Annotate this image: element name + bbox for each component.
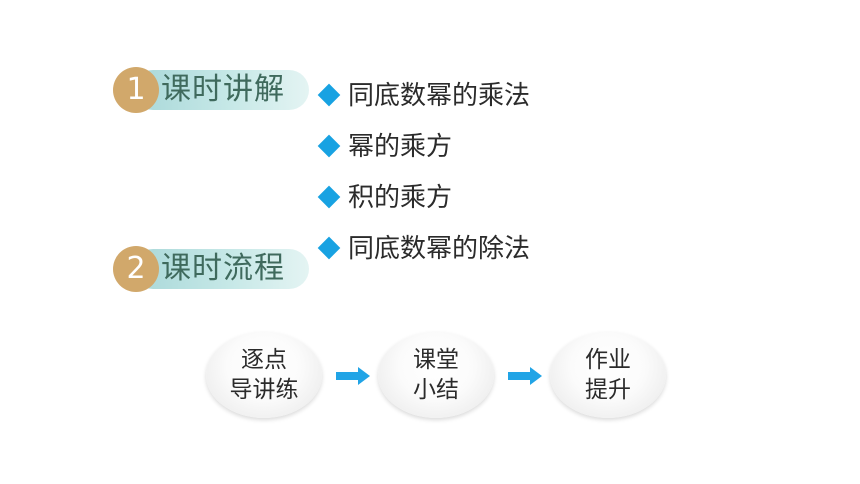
- diamond-icon: [317, 83, 341, 107]
- topic-item[interactable]: 同底数幂的乘法: [317, 76, 531, 127]
- topic-label: 积的乘方: [348, 183, 453, 213]
- flow-step-line: 小结: [413, 377, 459, 403]
- flow-step-class-summary[interactable]: 课堂 小结: [378, 332, 494, 418]
- flow-step-line: 导讲练: [229, 377, 299, 403]
- topic-item[interactable]: 积的乘方: [317, 178, 530, 229]
- diamond-icon: [317, 236, 341, 260]
- diamond-icon: [317, 185, 341, 209]
- section-pill: [133, 70, 309, 110]
- flow-step-homework[interactable]: 作业 提升: [550, 332, 666, 418]
- topic-label: 同底数幂的除法: [348, 234, 531, 264]
- section-pill: [133, 249, 309, 289]
- flow-step-line: 提升: [585, 377, 631, 403]
- section-number-badge: 1: [113, 67, 159, 113]
- diamond-icon: [317, 134, 341, 158]
- flow-step-line: 逐点: [241, 347, 287, 373]
- topic-label: 幂的乘方: [348, 132, 453, 162]
- arrow-right-icon: [336, 367, 370, 385]
- topic-label: 同底数幂的乘法: [348, 81, 531, 111]
- section-number-badge: 2: [113, 246, 159, 292]
- section-header-lesson-explanation: 1 课时讲解: [113, 67, 309, 113]
- section-title: 课时流程: [161, 251, 285, 286]
- topic-list: 同底数幂的乘法 幂的乘方 积的乘方 同底数幂的除法: [317, 76, 531, 280]
- arrow-right-icon: [508, 367, 542, 385]
- flow-step-line: 作业: [585, 347, 631, 373]
- section-header-lesson-process: 2 课时流程: [113, 246, 309, 292]
- topic-item[interactable]: 幂的乘方: [317, 127, 530, 178]
- flow-step-line: 课堂: [413, 347, 459, 373]
- flow-step-guided-practice[interactable]: 逐点 导讲练: [206, 332, 322, 418]
- topic-item[interactable]: 同底数幂的除法: [317, 229, 531, 280]
- section-title: 课时讲解: [161, 72, 285, 107]
